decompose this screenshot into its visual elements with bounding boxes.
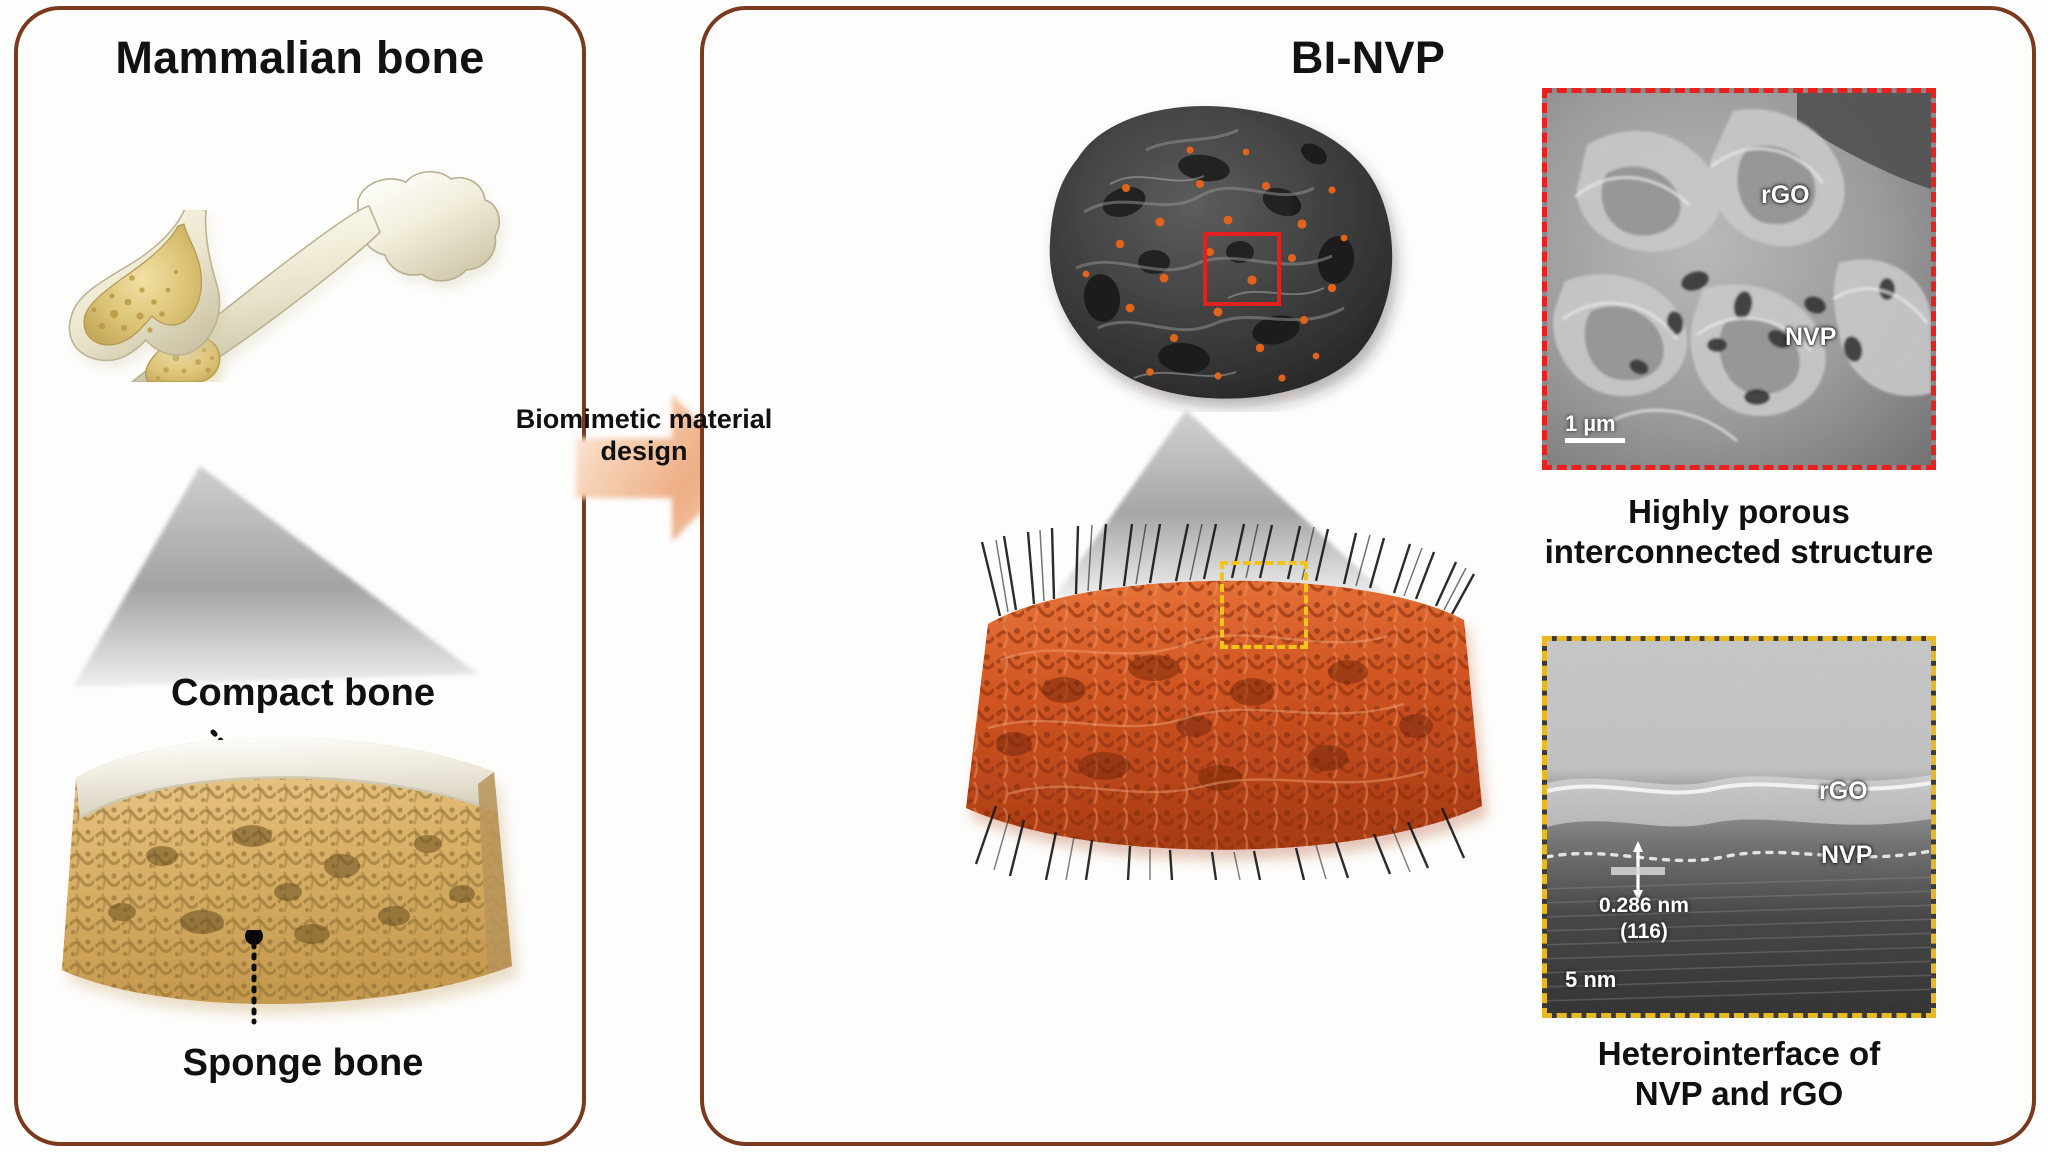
bi-nvp-porous-block (1014, 92, 1434, 412)
label-sponge-bone: Sponge bone (182, 1042, 424, 1084)
lattice-spacing-value: 0.286 nm (1599, 894, 1689, 917)
sem-scale-bar-label: 1 µm (1565, 411, 1616, 436)
graphene-fringe-bottom (974, 805, 1466, 880)
magnification-cone-left (60, 462, 490, 698)
magnification-cone-right (1014, 408, 1444, 608)
bi-nvp-cross-section (904, 520, 1544, 880)
label-compact-bone: Compact bone (171, 672, 435, 714)
sem-micrograph: rGO NVP 1 µm (1542, 88, 1936, 470)
tem-tag-nvp: NVP (1821, 841, 1873, 869)
page-title: Mammalian bone (115, 32, 485, 83)
panel-mammalian-bone: Mammalian bone (14, 6, 586, 1146)
bone-cross-section (42, 716, 562, 1046)
sem-tag-rgo: rGO (1761, 181, 1810, 209)
lattice-spacing-annotation: 0.286 nm (116) (1559, 893, 1729, 944)
tem-scale-bar: 5 nm (1565, 969, 1616, 991)
tem-tag-rgo: rGO (1819, 777, 1868, 805)
tem-micrograph: rGO NVP 0.286 nm (116) 5 nm (1542, 636, 1936, 1018)
roi-box-sem (1203, 232, 1281, 306)
lattice-plane-index: (116) (1620, 919, 1668, 943)
tem-caption: Heterointerface of NVP and rGO (1597, 1035, 1881, 1112)
sem-scale-bar-line (1565, 438, 1625, 443)
arrow-label: Biomimetic material design (515, 404, 773, 466)
femur-distal-end (28, 210, 428, 460)
sem-caption: Highly porous interconnected structure (1544, 493, 1934, 570)
panel-title-bi-nvp: BI-NVP (1290, 32, 1446, 83)
roi-box-tem (1220, 561, 1308, 649)
sem-tag-nvp: NVP (1785, 323, 1837, 351)
tem-scale-bar-label: 5 nm (1565, 967, 1617, 992)
sem-scale-bar: 1 µm (1565, 413, 1625, 443)
graphene-fringe-top (980, 523, 1476, 617)
